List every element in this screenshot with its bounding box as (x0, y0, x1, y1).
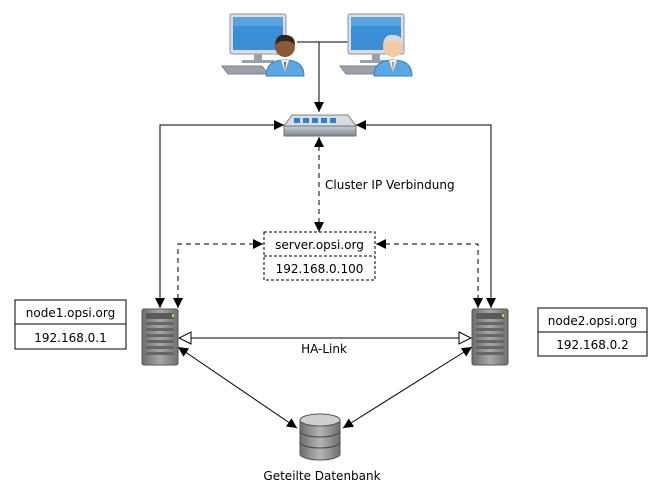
connectors (155, 41, 496, 429)
switch-node1-link (155, 120, 284, 308)
node2-box: node2.opsi.org 192.168.0.2 (537, 307, 648, 357)
virtual-node1-link (173, 239, 263, 308)
virtual-node2-link (376, 239, 483, 308)
user-workstation-icon (339, 13, 413, 77)
server-tower-icon (471, 308, 509, 366)
node2-ip: 192.168.0.2 (556, 338, 629, 352)
cluster-connection-label: Cluster IP Verbindung (325, 178, 455, 192)
user-workstation-icon (221, 13, 305, 77)
node2-db-link (342, 346, 473, 429)
node1-db-link (177, 346, 298, 429)
node1-hostname: node1.opsi.org (26, 306, 115, 320)
network-switch-icon (283, 114, 357, 137)
node2-hostname: node2.opsi.org (548, 314, 637, 328)
virtual-server-box: server.opsi.org 192.168.0.100 (263, 231, 376, 281)
node1-box: node1.opsi.org 192.168.0.1 (14, 299, 127, 350)
virtual-server-hostname: server.opsi.org (275, 238, 364, 252)
database-icon (299, 413, 341, 461)
shared-database-label: Geteilte Datenbank (263, 469, 380, 483)
node1-ip: 192.168.0.1 (34, 331, 107, 345)
virtual-server-ip: 192.168.0.100 (276, 262, 364, 276)
ha-link-label: HA-Link (301, 342, 347, 356)
client-link-line (297, 41, 324, 112)
server-tower-icon (141, 308, 179, 366)
switch-node2-link (356, 120, 496, 308)
